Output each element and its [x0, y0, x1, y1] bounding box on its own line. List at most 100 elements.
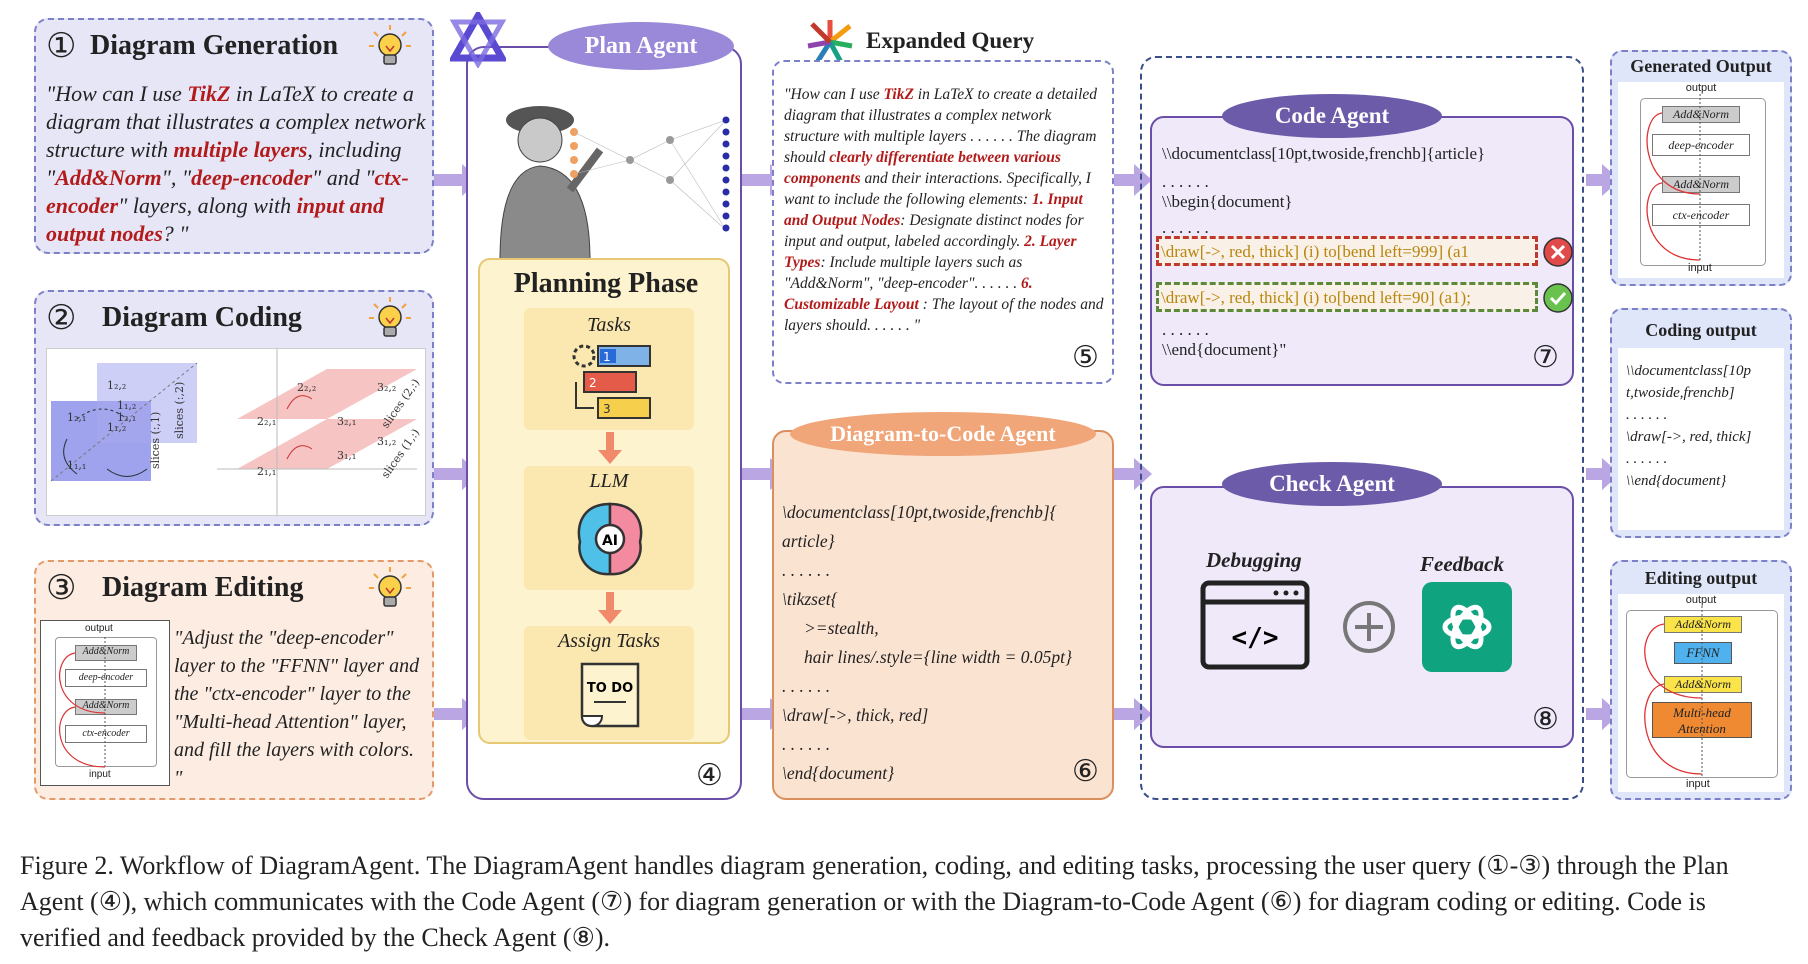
flow-arrow — [1114, 698, 1152, 730]
output-title: Editing output — [1644, 568, 1758, 588]
tensor-label: 3₁,₂ — [377, 435, 396, 448]
input-label: input — [1686, 778, 1710, 790]
step-number-3: ③ — [46, 570, 77, 607]
code-line: . . . . . . — [1162, 172, 1209, 191]
user-query-generation: "How can I use TikZ in LaTeX to create a… — [46, 81, 426, 246]
output-label: output — [1685, 594, 1717, 606]
output-title: Generated Output — [1630, 56, 1772, 76]
code-line: hair lines/.style={line width = 0.05pt} — [804, 647, 1073, 667]
diagram-to-code-agent-box: \documentclass[10pt,twoside,frenchb]{ ar… — [772, 430, 1114, 800]
agents-column — [1140, 56, 1584, 800]
task-num: 3 — [603, 402, 611, 416]
ctx-encoder-box: ctx-encoder — [1652, 204, 1750, 226]
step-number-4: ④ — [696, 759, 723, 792]
tensor-label: 1₂,₁ — [67, 411, 86, 424]
step-number-8: ⑧ — [1532, 703, 1559, 736]
input-label: input — [89, 769, 111, 780]
ai-text: AI — [602, 533, 618, 549]
flow-arrow — [1114, 458, 1152, 490]
wrong-code-line: \draw[->, red, thick] (i) to[bend left=9… — [1156, 236, 1538, 266]
mha-line: Attention — [1678, 721, 1726, 736]
llm-label: LLM — [589, 470, 629, 492]
ctx-encoder-box: ctx-encoder — [65, 725, 147, 743]
code-window-icon: </> — [1200, 580, 1310, 675]
coding-output-lines: \\documentclass[10p t,twoside,frenchb] .… — [1626, 360, 1782, 492]
code-line: . . . . . . — [1626, 407, 1668, 423]
addnorm-box: Add&Norm — [1662, 176, 1740, 193]
addnorm-box: Add&Norm — [75, 645, 137, 661]
panel-title: Diagram Coding — [102, 302, 302, 333]
flow-arrow — [1586, 458, 1620, 490]
down-arrow — [598, 592, 622, 624]
step-number-5: ⑤ — [1072, 341, 1099, 374]
deep-encoder-box: deep-encoder — [1652, 134, 1750, 156]
tensor-diagram-image: 1₂,₂ 1₁,₂ 1₂,₁ 1₁,₁ 1₂,₁ 1₁,₂ slices (:,… — [46, 348, 426, 516]
step-number-6: ⑥ — [1072, 755, 1099, 788]
correct-code-line: \draw[->, red, thick] (i) to[bend left=9… — [1156, 282, 1538, 312]
check-agent-box: Debugging </> Feedback ⑧ — [1150, 486, 1574, 748]
figure-caption: Figure 2. Workflow of DiagramAgent. The … — [20, 851, 1729, 952]
mini-network-diagram: output Add&Norm deep-encoder Add&Norm ct… — [40, 620, 170, 786]
step-number-1: ① — [46, 28, 77, 65]
assign-tasks-box: Assign Tasks TO DO — [524, 626, 694, 740]
tensor-label: 2₂,₂ — [297, 381, 316, 394]
user-query-editing: "Adjust the "deep-encoder" layer to the … — [174, 627, 420, 789]
tensor-label: 1₂,₂ — [107, 379, 126, 392]
tensor-label: 3₁,₁ — [337, 449, 356, 462]
code-line: \end{document} — [782, 763, 895, 783]
panel-title: Diagram Editing — [102, 572, 304, 603]
llm-box: LLM AI — [524, 466, 694, 590]
code-line: \draw[->, red, thick] — [1626, 429, 1752, 445]
blue-slices — [50, 362, 198, 482]
down-arrow — [598, 432, 622, 464]
error-x-icon — [1542, 236, 1574, 273]
residual-arrows — [1646, 94, 1701, 261]
task-num: 2 — [589, 376, 597, 390]
code-line: \\end{document}" — [1162, 340, 1287, 359]
editing-output-panel: Editing output output Add&Norm FFNN Add&… — [1610, 560, 1792, 800]
tensor-label: 2₂,₁ — [257, 415, 276, 428]
agent-logo-icon — [447, 8, 509, 73]
tensor-label: 2₁,₁ — [257, 465, 276, 478]
input-label: input — [1688, 262, 1712, 274]
tensor-label: 3₂,₂ — [377, 381, 396, 394]
code-line: . . . . . . — [782, 560, 831, 580]
code-line: \tikzset{ — [782, 589, 838, 609]
lightbulb-icon — [368, 296, 412, 347]
code-line: >=stealth, — [804, 618, 879, 638]
check-agent-title: Check Agent — [1222, 462, 1442, 506]
coding-output-panel: Coding output \\documentclass[10p t,twos… — [1610, 308, 1792, 538]
code-line: \\end{document} — [1626, 473, 1727, 489]
person-with-network-illustration — [470, 80, 740, 265]
code-line: \draw[->, thick, red] — [782, 705, 929, 725]
expanded-query-title: Expanded Query — [866, 28, 1035, 53]
panel-title: Diagram Generation — [90, 30, 339, 61]
addnorm-box: Add&Norm — [1662, 106, 1740, 123]
chatgpt-logo-icon — [1422, 582, 1512, 677]
red-slices — [217, 349, 417, 515]
code-line: . . . . . . — [1162, 218, 1209, 237]
panel-diagram-coding: ② Diagram Coding — [34, 290, 434, 526]
wrong-code-text: \draw[->, red, thick] (i) to[bend left=9… — [1161, 242, 1470, 261]
debugging-label: Debugging — [1206, 548, 1302, 572]
output-label: output — [1685, 82, 1717, 94]
feedback-label: Feedback — [1420, 552, 1504, 576]
planning-phase-box: Planning Phase Tasks 1 2 3 LLM — [478, 258, 730, 744]
addnorm-box: Add&Norm — [1664, 676, 1742, 693]
deep-encoder-box: deep-encoder — [65, 669, 147, 687]
code-line: . . . . . . — [782, 734, 831, 754]
tensor-label: 3₂,₁ — [337, 415, 356, 428]
generated-output-panel: Generated Output output Add&Norm deep-en… — [1610, 50, 1792, 286]
step-number-2: ② — [46, 300, 77, 337]
code-line: . . . . . . — [1162, 320, 1209, 339]
todo-text: TO DO — [587, 681, 633, 696]
ffnn-box: FFNN — [1674, 642, 1732, 664]
d2c-code-lines: \documentclass[10pt,twoside,frenchb]{ ar… — [782, 498, 1112, 788]
flow-arrow — [1586, 164, 1620, 196]
check-mark-icon — [1542, 282, 1574, 319]
step-number-7: ⑦ — [1532, 341, 1559, 374]
tensor-label: slices (:,2) — [173, 382, 186, 439]
output-title: Coding output — [1645, 320, 1757, 340]
panel-diagram-editing: ③ Diagram Editing output Add&Norm deep-e… — [34, 560, 434, 800]
tensor-label: slices (:,1) — [149, 412, 162, 469]
